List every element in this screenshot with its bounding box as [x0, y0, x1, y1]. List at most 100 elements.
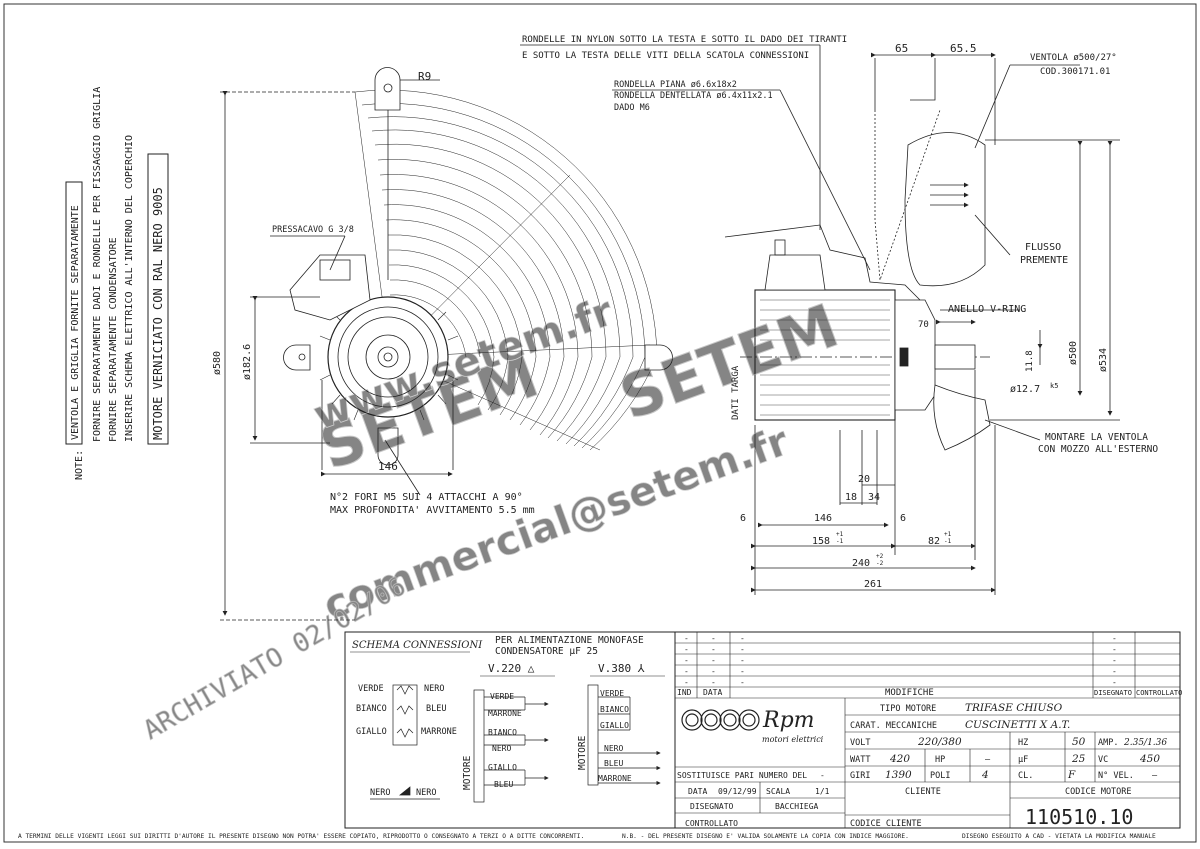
logo-text: Rpm [762, 708, 815, 733]
label-d240: 240 [852, 558, 870, 569]
vc-value: 450 [1139, 753, 1160, 765]
rev-dash-1b: - [711, 634, 716, 643]
label-d534: ø534 [1098, 348, 1109, 372]
schema-left-bleu: BLEU [426, 704, 446, 714]
data-value: 09/12/99 [718, 787, 757, 796]
label-d158: 158 [812, 536, 830, 547]
uf-value: 25 [1071, 753, 1086, 765]
label-pressacavo: PRESSACAVO G 3/8 [272, 225, 354, 235]
label-tol-82-plus: +1 [944, 531, 952, 538]
label-dia182: ø182.6 [242, 344, 253, 380]
cl-value: F [1067, 769, 1076, 781]
disegnato-label: DISEGNATO [690, 802, 734, 811]
carat-value: CUSCINETTI X A.T. [965, 719, 1070, 731]
label-tol-240-plus: +2 [876, 553, 884, 560]
label-dia580: ø580 [212, 351, 223, 375]
hp-value: — [985, 755, 991, 765]
note-box-1 [65, 181, 83, 445]
rev-dash-4b: - [711, 667, 716, 676]
controllato-label: CONTROLLATO [685, 819, 738, 828]
label-anello: ANELLO V-RING [948, 304, 1026, 315]
label-rondelle-nylon-2: E SOTTO LA TESTA DELLE VITI DELLA SCATOL… [522, 51, 809, 61]
footer-right: DISEGNO ESEGUITO A CAD - VIETATA LA MODI… [962, 833, 1156, 840]
rev-dash-1a: - [684, 634, 689, 643]
label-dati-targa: DATI TARGA [731, 365, 741, 420]
sheet-border [3, 3, 1197, 843]
tipo-motore-value: TRIFASE CHIUSO [965, 702, 1063, 714]
footer-left: A TERMINI DELLE VIGENTI LEGGI SUI DIRITT… [18, 833, 584, 840]
rev-dash-5c: - [740, 678, 745, 687]
schema-mid-verde: VERDE [490, 692, 514, 701]
title-block: - - - - - - - - - - - - - - - - - - - - … [674, 631, 1182, 829]
hz-label: HZ [1018, 738, 1028, 748]
label-rondella-dentellata: RONDELLA DENTELLATA ø6.4x11x2.1 [614, 91, 773, 101]
schema-left-verde: VERDE [358, 684, 384, 694]
schema-right-bianco: BIANCO [600, 705, 629, 714]
rev-dash-4c: - [740, 667, 745, 676]
side-view-labels: RONDELLE IN NYLON SOTTO LA TESTA E SOTTO… [522, 35, 1158, 590]
label-montare-1: MONTARE LA VENTOLA [1045, 432, 1148, 443]
label-d6a: 6 [740, 513, 746, 524]
label-d6b: 6 [900, 513, 906, 524]
poli-value: 4 [981, 769, 989, 781]
rpm-logo [681, 709, 760, 731]
schema-mid-nero: NERO [492, 744, 511, 753]
schema-nero-a: NERO [370, 788, 390, 798]
watt-label: WATT [850, 755, 870, 765]
volt-value: 220/380 [917, 736, 962, 748]
giri-label: GIRI [850, 771, 870, 781]
hp-label: HP [935, 755, 945, 765]
footer: A TERMINI DELLE VIGENTI LEGGI SUI DIRITT… [18, 833, 1156, 840]
label-d146-side: 146 [814, 513, 832, 524]
disegnato-value: BACCHIEGA [775, 802, 819, 811]
schema-left-nero: NERO [424, 684, 444, 694]
rev-dash-5d: - [1112, 678, 1117, 687]
note-line-2: FORNIRE SEPARATAMENTE DADI E RONDELLE PE… [92, 87, 103, 442]
giri-value: 1390 [885, 769, 912, 781]
note-line-4: INSERIRE SCHEMA ELETTRICO ALL'INTERNO DE… [124, 135, 135, 442]
label-cod: COD.300171.01 [1040, 67, 1110, 77]
label-tol-240-minus: -2 [876, 560, 884, 567]
amp-label: AMP. [1098, 738, 1118, 748]
logo-subtitle: motori elettrici [762, 735, 824, 744]
cl-label: CL. [1018, 771, 1033, 781]
label-d261: 261 [864, 579, 882, 590]
nvel-value: — [1152, 771, 1158, 781]
rev-dash-1c: - [740, 634, 745, 643]
label-tol-82-minus: -1 [944, 538, 952, 545]
fan-sector-rings [354, 89, 658, 451]
label-rondelle-nylon-1: RONDELLE IN NYLON SOTTO LA TESTA E SOTTO… [522, 35, 847, 45]
label-d70: 70 [918, 320, 929, 330]
rev-data-header: DATA [703, 688, 722, 697]
data-label: DATA [688, 787, 707, 796]
schema-connessioni: SCHEMA CONNESSIONI PER ALIMENTAZIONE MON… [344, 631, 676, 829]
rev-dash-4d: - [1112, 667, 1117, 676]
label-dado: DADO M6 [614, 103, 650, 113]
rev-dash-2b: - [711, 645, 716, 654]
schema-right-giallo: GIALLO [600, 721, 629, 730]
poli-label: POLI [930, 771, 950, 781]
schema-title: SCHEMA CONNESSIONI [352, 640, 483, 651]
rev-disegnato-header: DISEGNATO [1094, 689, 1132, 697]
rev-dash-2c: - [740, 645, 745, 654]
label-montare-2: CON MOZZO ALL'ESTERNO [1038, 444, 1158, 455]
tipo-motore-label: TIPO MOTORE [880, 704, 936, 714]
label-d34: 34 [868, 492, 880, 503]
schema-right-marrone: MARRONE [598, 774, 632, 783]
carat-label: CARAT. MECCANICHE [850, 721, 937, 731]
front-view-labels: R9 PRESSACAVO G 3/8 ø580 ø182.6 146 N°2 … [212, 70, 535, 516]
amp-value: 2.35/1.36 [1123, 738, 1167, 748]
label-d118: 11.8 [1025, 350, 1035, 372]
rev-dash-2d: - [1112, 645, 1117, 654]
schema-v220: V.220 △ [488, 662, 535, 675]
label-r9: R9 [418, 70, 431, 83]
note-line-3: FORNIRE SEPARATAMENTE CONDENSATORE [108, 237, 119, 442]
label-flusso-2: PREMENTE [1020, 255, 1068, 266]
codice-cliente-label: CODICE CLIENTE [850, 819, 922, 829]
schema-mid-bianco: BIANCO [488, 728, 517, 737]
schema-mid-marrone: MARRONE [488, 709, 522, 718]
notes-label: NOTE: [74, 450, 85, 480]
watt-value: 420 [889, 753, 910, 765]
volt-label: VOLT [850, 738, 870, 748]
